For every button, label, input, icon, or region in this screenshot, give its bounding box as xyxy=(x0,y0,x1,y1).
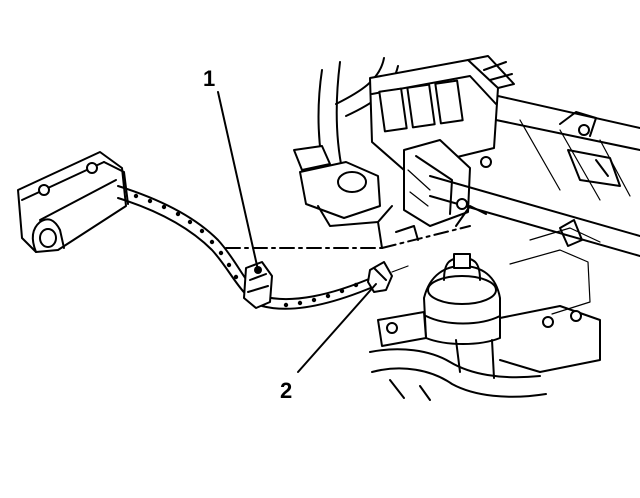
callout-1-label: 1 xyxy=(203,66,215,91)
callout-2-label: 2 xyxy=(280,378,292,403)
leader-line-2 xyxy=(297,283,377,373)
bracket-hole-icon xyxy=(86,162,98,174)
reference-line xyxy=(225,221,471,249)
leader-lines xyxy=(217,91,377,373)
mounting-bracket xyxy=(17,151,129,253)
sensor-harness xyxy=(117,185,381,310)
bracket-hole-icon xyxy=(38,184,50,196)
engine-assembly xyxy=(293,55,640,401)
harness-grommet xyxy=(367,261,409,293)
leader-line-1 xyxy=(217,91,259,271)
